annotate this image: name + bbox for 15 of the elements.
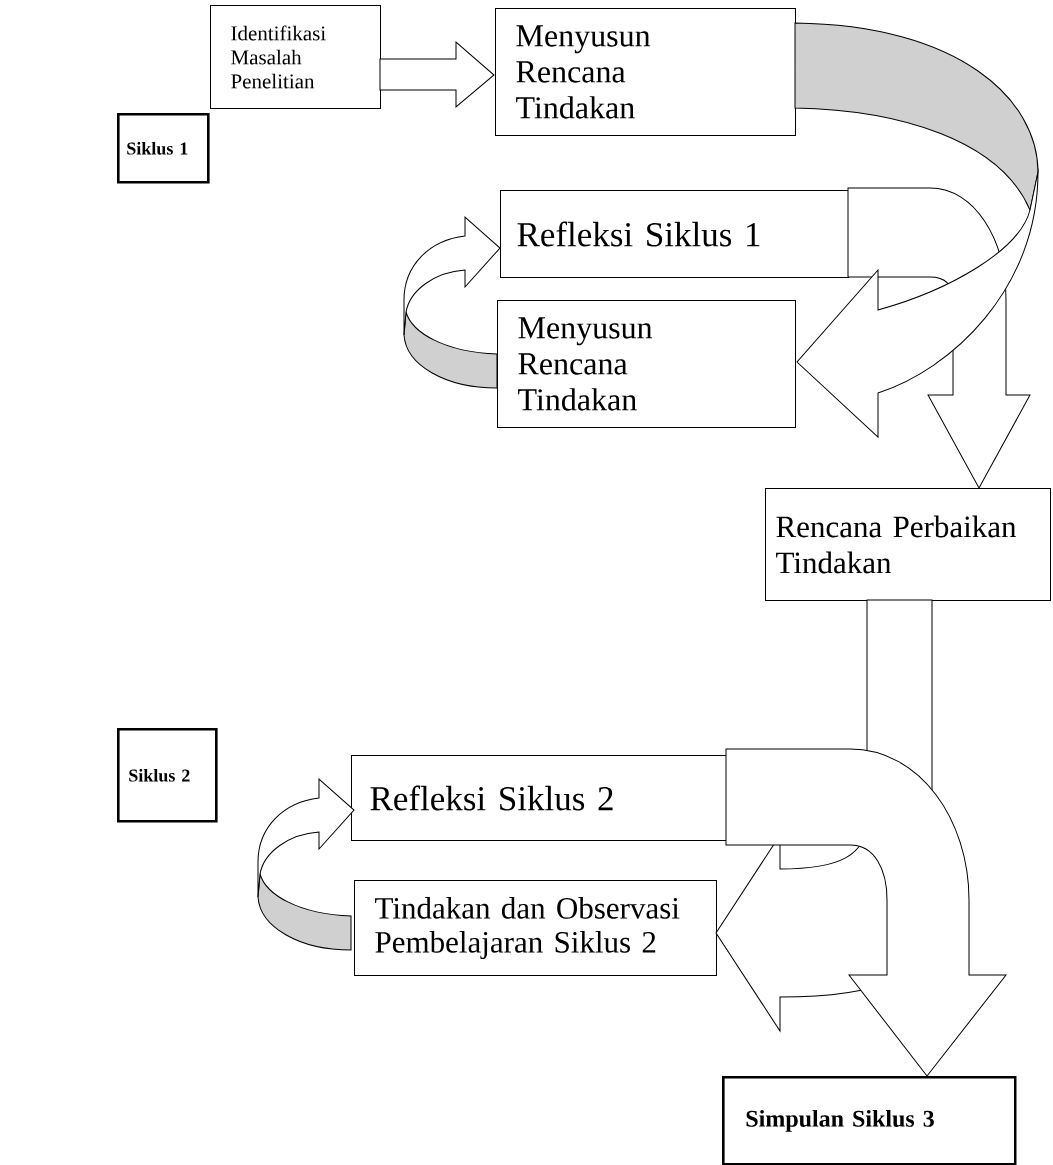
label-box: Siklus 2 <box>117 728 218 823</box>
process-box: Refleksi Siklus 1 <box>500 190 849 278</box>
process-box: Rencana Perbaikan Tindakan <box>765 488 1051 601</box>
process-box: Tindakan dan Observasi Pembelajaran Siklus 2 <box>354 880 717 976</box>
curved-block-arrow <box>403 216 501 389</box>
bent-block-arrow <box>725 748 1007 1077</box>
block-arrow <box>379 41 495 108</box>
process-box: Refleksi Siklus 2 <box>351 755 727 841</box>
label-box: Simpulan Siklus 3 <box>722 1076 1017 1165</box>
label-box: Siklus 1 <box>117 113 210 184</box>
curved-block-arrow <box>257 778 355 951</box>
process-box: Menyusun Rencana Tindakan <box>495 8 796 136</box>
process-box: Identifikasi Masalah Penelitian <box>210 5 381 109</box>
curved-block-arrow <box>794 22 1039 438</box>
process-box: Menyusun Rencana Tindakan <box>497 300 796 428</box>
